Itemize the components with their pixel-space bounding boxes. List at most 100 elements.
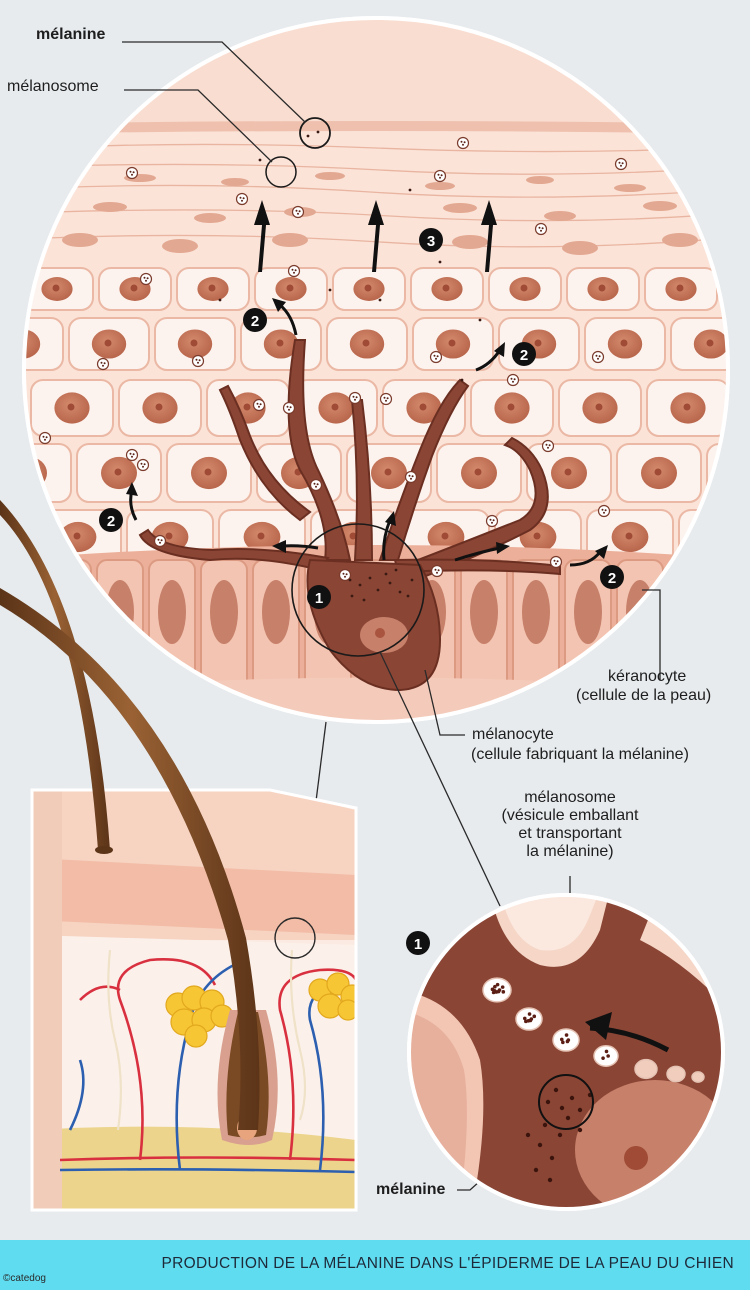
melanin-granule — [549, 1155, 555, 1161]
melanosome — [235, 192, 249, 206]
svg-text:2: 2 — [107, 513, 115, 530]
arrow-left-icon — [585, 1012, 612, 1040]
keratinocyte — [76, 443, 162, 503]
melanin-granule — [577, 1127, 583, 1133]
melanin-granule — [376, 588, 380, 592]
melanin-granule — [348, 578, 352, 582]
melanin-granule — [306, 134, 310, 138]
melanosome — [430, 564, 444, 578]
keratinocyte — [176, 267, 250, 311]
keratinocyte — [30, 379, 114, 437]
melanin-granule — [438, 260, 442, 264]
melanosome — [38, 431, 52, 445]
label-line: (vésicule emballant — [501, 807, 639, 824]
magnified-epidermis — [0, 16, 730, 724]
melanosome — [515, 1007, 543, 1031]
step-2-badge: 2 — [99, 508, 123, 532]
melanosome — [433, 169, 447, 183]
melanin-granule — [460, 378, 464, 382]
keratinocyte — [498, 317, 580, 371]
melanosome — [591, 350, 605, 364]
melanin-granule — [478, 318, 482, 322]
melanosome — [614, 157, 628, 171]
melanosome-highlight — [265, 156, 297, 188]
melanosome — [634, 1058, 658, 1080]
label-keratinocyte-desc: (cellule de la peau) — [576, 687, 712, 704]
melanosome — [541, 439, 555, 453]
label-line: et transportant — [518, 825, 622, 842]
melanosome — [287, 264, 301, 278]
melanosome — [549, 555, 563, 569]
melanosome — [666, 1065, 686, 1083]
step-1-badge: 1 — [406, 931, 430, 955]
melanosome — [485, 514, 499, 528]
label-melanocyte: mélanocyte — [472, 726, 554, 743]
title-banner: PRODUCTION DE LA MÉLANINE DANS L'ÉPIDERM… — [0, 1240, 750, 1290]
melanocyte-detail — [407, 893, 725, 1211]
step-badges: 1 2 2 2 2 3 1 — [99, 228, 624, 955]
melanin-granule — [408, 188, 412, 192]
keratinocyte — [206, 379, 290, 437]
flattened-cells — [24, 143, 728, 248]
melanin-granule — [258, 158, 262, 162]
melanosome — [429, 350, 443, 364]
melanin-granule — [388, 581, 392, 585]
keratinocyte — [586, 509, 674, 565]
label-melanosome-detail: mélanosome (vésicule emballant et transp… — [470, 789, 670, 861]
melanosome — [291, 205, 305, 219]
basal-cell — [512, 559, 560, 691]
melanin-granule — [384, 572, 388, 576]
arrow-up-icon — [481, 200, 497, 272]
melanin-granule — [328, 288, 332, 292]
melanin-granule — [398, 590, 402, 594]
melanin-granule — [350, 594, 354, 598]
melanosome — [309, 478, 323, 492]
melanine-cluster-highlight — [538, 1074, 594, 1130]
keratinocyte — [0, 268, 15, 310]
melanosome — [153, 534, 167, 548]
melanosome — [691, 1071, 705, 1083]
keratinocyte — [646, 379, 728, 437]
melanosome — [404, 470, 418, 484]
skin-cross-section — [30, 788, 358, 1212]
keratinocyte — [584, 317, 666, 371]
svg-text:2: 2 — [520, 347, 528, 364]
step-1-badge: 1 — [307, 585, 331, 609]
label-melanine-bottom: mélanine — [376, 1181, 446, 1198]
basal-cell — [200, 559, 248, 691]
keratinocyte — [470, 379, 554, 437]
melanin-granule — [553, 1087, 559, 1093]
keratinocyte — [412, 317, 494, 371]
keratinocyte — [326, 317, 408, 371]
melanin-granule — [406, 594, 410, 598]
keratinocyte — [98, 267, 172, 311]
melanosome — [379, 392, 393, 406]
copyright-credit: ©catedog — [3, 1273, 46, 1284]
svg-text:2: 2 — [251, 313, 259, 330]
keratinocyte — [644, 267, 718, 311]
melanin-granule — [368, 576, 372, 580]
keratinocyte — [436, 443, 522, 503]
melanosomes — [38, 130, 628, 602]
svg-text:3: 3 — [427, 233, 435, 250]
basal-cell — [460, 559, 508, 691]
melanin-granule — [559, 1105, 565, 1111]
step-2-badge: 2 — [512, 342, 536, 366]
melanin-granule — [362, 598, 366, 602]
melanin-granule — [533, 1167, 539, 1173]
melanosome — [534, 222, 548, 236]
melanin-granule — [394, 568, 398, 572]
melanin-granule — [569, 1095, 575, 1101]
keratinocyte — [68, 317, 150, 371]
keratinocyte — [24, 379, 26, 437]
keratinocyte — [410, 267, 484, 311]
page-title: PRODUCTION DE LA MÉLANINE DANS L'ÉPIDERM… — [161, 1255, 734, 1272]
svg-text:2: 2 — [608, 570, 616, 587]
basal-cell — [148, 559, 196, 691]
melanosome — [338, 568, 352, 582]
step-2-badge: 2 — [600, 565, 624, 589]
melanine-highlight — [299, 117, 331, 149]
keratinocyte — [670, 317, 728, 371]
keratinocyte — [24, 317, 64, 371]
